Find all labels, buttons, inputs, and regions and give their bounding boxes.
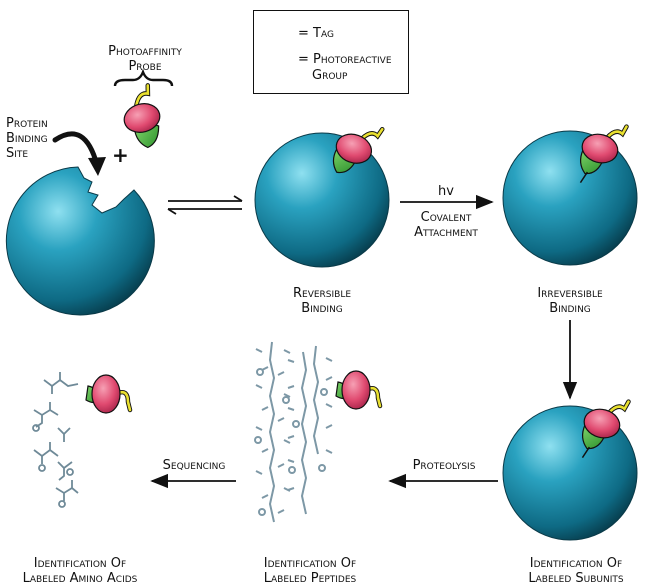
covalent-line2: Attachment bbox=[414, 225, 478, 240]
legend-box bbox=[253, 10, 409, 94]
protein-line3: Site bbox=[6, 146, 29, 161]
protein-irreversible-binding bbox=[502, 124, 638, 266]
protein-line1: Protein bbox=[6, 116, 48, 131]
id-peptides-line2: Labeled Peptides bbox=[263, 571, 357, 586]
reversible-line2: Binding bbox=[301, 301, 343, 316]
protein-with-binding-site bbox=[5, 166, 155, 316]
peptide-probe-icon bbox=[335, 370, 383, 410]
binding-site-arrow bbox=[52, 131, 106, 176]
probe-brace bbox=[113, 68, 174, 87]
equilibrium-arrows bbox=[167, 195, 243, 215]
id-labeled-peptides-label: Identification Of Labeled Peptides bbox=[242, 556, 378, 586]
protein-reversible-binding bbox=[254, 126, 390, 268]
reversible-binding-label: Reversible Binding bbox=[277, 286, 367, 316]
id-subunits-line2: Labeled Subunits bbox=[528, 571, 624, 586]
id-subunits-line1: Identification Of bbox=[529, 556, 623, 571]
legend-group-label-1: = Photoreactive bbox=[298, 52, 392, 67]
photoaffinity-line2: Probe bbox=[128, 59, 162, 74]
proteolysis-label: Proteolysis bbox=[412, 458, 476, 473]
id-peptides-line1: Identification Of bbox=[263, 556, 357, 571]
id-labeled-amino-acids-label: Identification Of Labeled Amino Acids bbox=[0, 556, 160, 586]
id-labeled-subunits-label: Identification Of Labeled Subunits bbox=[506, 556, 646, 586]
legend-group-label-2: Group bbox=[312, 68, 348, 83]
sequencing-label: Sequencing bbox=[162, 458, 226, 473]
labeled-amino-acids-fragments bbox=[32, 372, 79, 508]
labeled-peptides-chains bbox=[254, 341, 333, 523]
id-amino-line1: Identification Of bbox=[33, 556, 127, 571]
id-amino-line2: Labeled Amino Acids bbox=[22, 571, 138, 586]
covalent-attachment-label: Covalent Attachment bbox=[396, 210, 496, 240]
free-probe-icon bbox=[123, 83, 161, 149]
protein-line2: Binding bbox=[6, 131, 48, 146]
irreversible-binding-label: Irreversible Binding bbox=[520, 286, 620, 316]
reversible-line1: Reversible bbox=[292, 286, 352, 301]
protein-binding-site-label: Protein Binding Site bbox=[6, 116, 76, 161]
protein-labeled-subunits bbox=[502, 399, 638, 541]
amino-acid-probe-icon bbox=[85, 374, 133, 414]
photoaffinity-probe-label: Photoaffinity Probe bbox=[90, 44, 200, 74]
hv-label: hv bbox=[438, 184, 454, 199]
legend-tag-label: = Tag bbox=[298, 26, 334, 41]
photoaffinity-line1: Photoaffinity bbox=[108, 44, 182, 59]
irreversible-line2: Binding bbox=[549, 301, 591, 316]
irreversible-line1: Irreversible bbox=[537, 286, 603, 301]
covalent-line1: Covalent bbox=[420, 210, 472, 225]
plus-sign: + bbox=[112, 143, 129, 167]
